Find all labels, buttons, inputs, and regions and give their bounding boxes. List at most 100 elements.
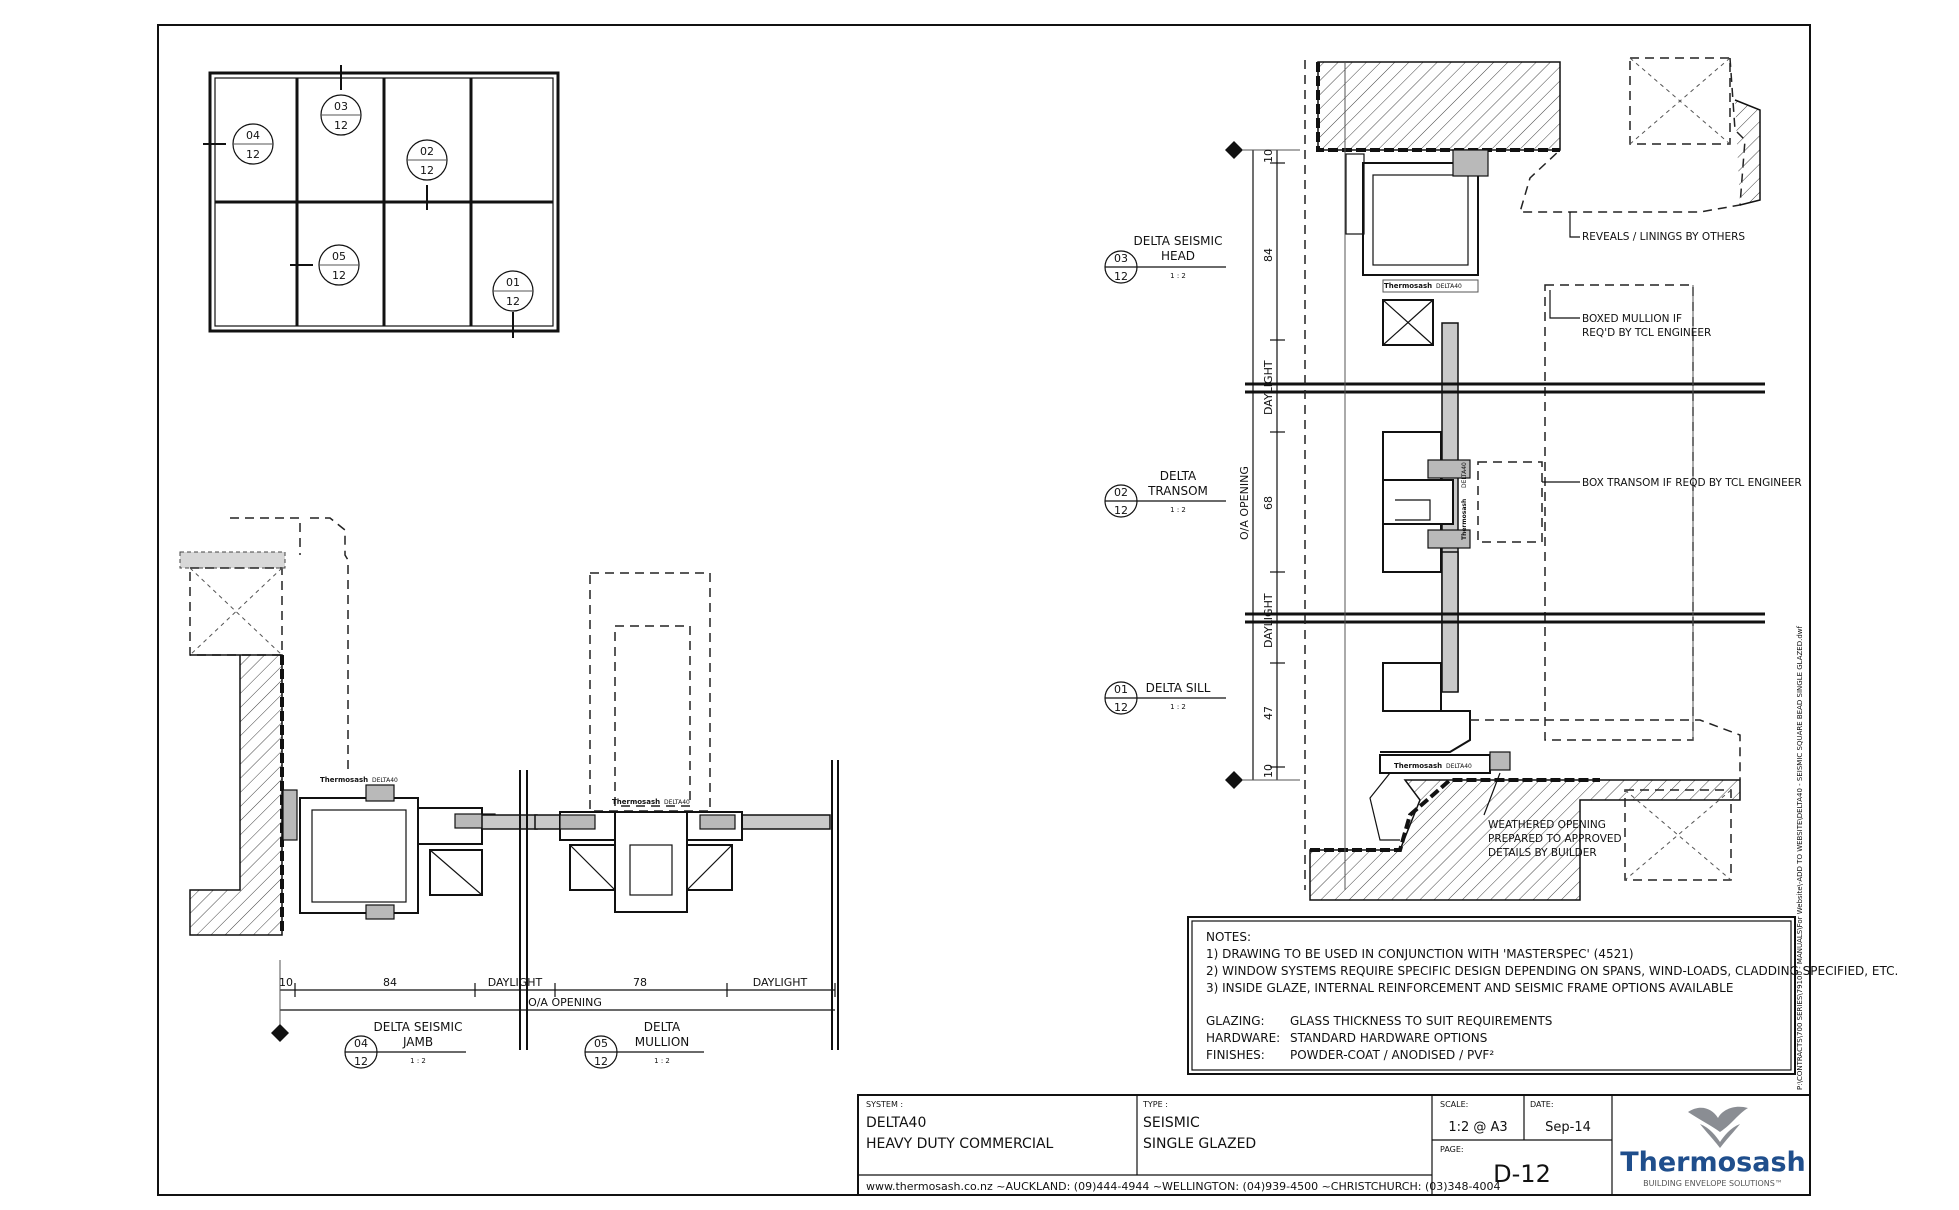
type-description: SINGLE GLAZED [1143,1136,1256,1152]
svg-text:FINISHES:: FINISHES: [1206,1048,1265,1062]
svg-text:DELTA: DELTA [644,1020,681,1034]
type-name: SEISMIC [1143,1115,1200,1131]
svg-text:12: 12 [334,119,348,132]
elevation-marker-04: 04 12 [232,123,274,165]
svg-text:DATE:: DATE: [1530,1100,1554,1109]
svg-text:DELTA40: DELTA40 [1436,283,1462,290]
svg-text:47: 47 [1262,706,1275,720]
notes-box: NOTES: 1) DRAWING TO BE USED IN CONJUNCT… [1187,916,1898,1075]
vertical-section: 10 84 DAYLIGHT 68 DAYLIGHT 47 10 O/A OPE… [1225,57,1802,901]
elevation-marker-03: 03 12 [320,94,362,136]
weathered-opening-note: WEATHERED OPENING [1488,819,1606,831]
svg-text:Thermosash: Thermosash [1394,762,1442,770]
svg-text:REQ'D BY TCL ENGINEER: REQ'D BY TCL ENGINEER [1582,327,1711,339]
svg-text:TRANSOM: TRANSOM [1147,484,1208,498]
svg-text:DELTA SEISMIC: DELTA SEISMIC [374,1020,463,1034]
svg-text:DELTA SEISMIC: DELTA SEISMIC [1134,234,1223,248]
svg-text:04: 04 [246,129,260,142]
svg-text:12: 12 [594,1055,608,1068]
svg-text:DETAILS BY BUILDER: DETAILS BY BUILDER [1488,847,1597,859]
svg-text:10: 10 [1262,149,1275,163]
svg-text:HEAD: HEAD [1161,249,1195,263]
note-item: 3) INSIDE GLAZE, INTERNAL REINFORCEMENT … [1206,981,1733,995]
contact-line: www.thermosash.co.nz ~AUCKLAND: (09)444-… [866,1180,1500,1193]
svg-text:DELTA SILL: DELTA SILL [1146,681,1211,695]
svg-text:12: 12 [354,1055,368,1068]
svg-text:O/A OPENING: O/A OPENING [528,996,602,1009]
svg-text:12: 12 [506,295,520,308]
svg-text:1 : 2: 1 : 2 [654,1057,670,1065]
svg-text:12: 12 [1114,701,1128,714]
finishes-spec: POWDER-COAT / ANODISED / PVF² [1290,1048,1494,1062]
svg-text:1 : 2: 1 : 2 [1170,272,1186,280]
reveals-note: REVEALS / LININGS BY OTHERS [1582,231,1745,243]
svg-text:1 : 2: 1 : 2 [410,1057,426,1065]
svg-text:68: 68 [1262,496,1275,510]
svg-text:1 : 2: 1 : 2 [1170,703,1186,711]
scale-value: 1:2 @ A3 [1448,1120,1507,1135]
svg-text:12: 12 [332,269,346,282]
svg-text:03: 03 [334,100,348,113]
svg-text:12: 12 [246,148,260,161]
date-value: Sep-14 [1545,1120,1591,1135]
callout-head: 03 12 DELTA SEISMIC HEAD 1 : 2 [1104,234,1226,284]
svg-text:78: 78 [633,976,647,989]
elevation-key: 04 12 03 12 02 12 05 12 01 12 [203,65,560,338]
note-item: 2) WINDOW SYSTEMS REQUIRE SPECIFIC DESIG… [1206,964,1898,978]
logo-tagline: BUILDING ENVELOPE SOLUTIONS™ [1643,1179,1783,1188]
hardware-spec: STANDARD HARDWARE OPTIONS [1290,1031,1487,1045]
svg-text:DAYLIGHT: DAYLIGHT [753,976,808,989]
box-transom-note: BOX TRANSOM IF REQD BY TCL ENGINEER [1582,477,1802,489]
svg-text:Thermosash: Thermosash [1461,499,1468,540]
logo-wordmark: Thermosash [1620,1147,1806,1178]
svg-text:SCALE:: SCALE: [1440,1100,1468,1109]
svg-text:12: 12 [1114,270,1128,283]
bird-icon [1688,1106,1748,1148]
svg-text:PREPARED TO APPROVED: PREPARED TO APPROVED [1488,833,1622,845]
svg-text:DELTA40: DELTA40 [372,777,398,784]
elevation-marker-01: 01 12 [492,270,534,312]
svg-text:HARDWARE:: HARDWARE: [1206,1031,1280,1045]
boxed-mullion-note: BOXED MULLION IF [1582,313,1682,325]
svg-text:DAYLIGHT: DAYLIGHT [488,976,543,989]
system-name: DELTA40 [866,1115,926,1131]
notes-heading: NOTES: [1206,930,1251,944]
svg-text:03: 03 [1114,252,1128,265]
svg-text:JAMB: JAMB [402,1035,433,1049]
note-item: 1) DRAWING TO BE USED IN CONJUNCTION WIT… [1206,947,1634,961]
callout-jamb: 04 12 DELTA SEISMIC JAMB 1 : 2 [344,1020,466,1069]
elevation-marker-02: 02 12 [406,139,448,181]
svg-text:PAGE:: PAGE: [1440,1145,1464,1154]
svg-text:Thermosash: Thermosash [612,798,660,806]
svg-text:DELTA: DELTA [1160,469,1197,483]
callout-sill: 01 12 DELTA SILL 1 : 2 [1104,681,1226,715]
svg-text:1 : 2: 1 : 2 [1170,506,1186,514]
callout-transom: 02 12 DELTA TRANSOM 1 : 2 [1104,469,1226,518]
callout-mullion: 05 12 DELTA MULLION 1 : 2 [584,1020,704,1069]
svg-text:Thermosash: Thermosash [1384,282,1432,290]
svg-text:10: 10 [1262,764,1275,778]
svg-text:DELTA40: DELTA40 [664,799,690,806]
svg-text:01: 01 [1114,683,1128,696]
svg-text:MULLION: MULLION [635,1035,689,1049]
svg-text:01: 01 [506,276,520,289]
svg-text:DAYLIGHT: DAYLIGHT [1262,593,1275,648]
system-description: HEAVY DUTY COMMERCIAL [866,1136,1054,1152]
svg-text:84: 84 [383,976,397,989]
svg-text:Thermosash: Thermosash [320,776,368,784]
elevation-marker-05: 05 12 [318,244,360,286]
file-path: P:\CONTRACTS\700 SERIES\79100 - MANUALS\… [1796,625,1804,1090]
horizontal-section: Thermosash DELTA40 Thermosash DELTA40 10… [179,517,839,1050]
svg-text:84: 84 [1262,248,1275,262]
svg-text:12: 12 [420,164,434,177]
svg-text:05: 05 [594,1037,608,1050]
svg-text:DELTA40: DELTA40 [1461,462,1468,488]
svg-text:04: 04 [354,1037,368,1050]
svg-text:02: 02 [420,145,434,158]
svg-text:SYSTEM :: SYSTEM : [866,1100,903,1109]
svg-text:12: 12 [1114,504,1128,517]
svg-text:DAYLIGHT: DAYLIGHT [1262,360,1275,415]
svg-text:02: 02 [1114,486,1128,499]
svg-text:10: 10 [279,976,293,989]
